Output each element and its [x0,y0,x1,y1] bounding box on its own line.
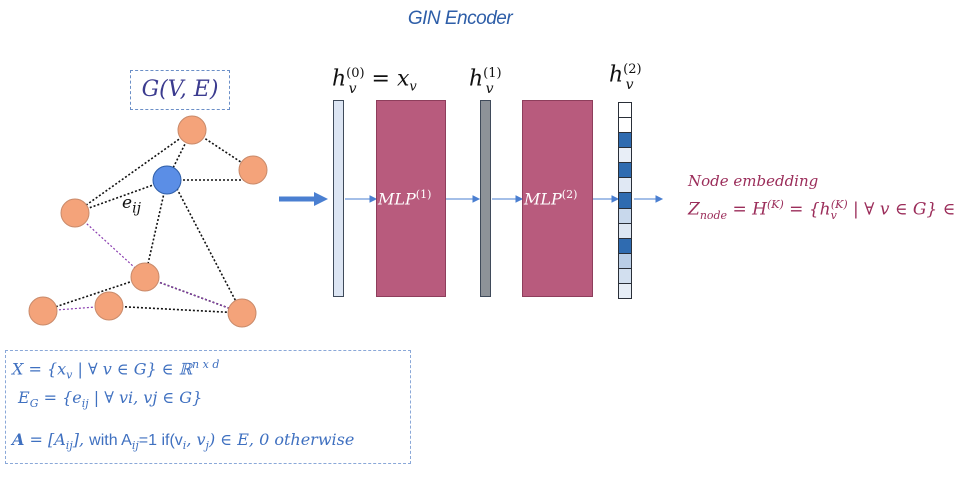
graph-node [177,115,207,145]
graph-node [227,298,257,328]
pipeline-arrows [345,195,664,203]
graph-edge [108,305,243,314]
graph-edge [42,276,146,312]
h0-label: h(0)v = xv [332,66,417,98]
definition-adjacency: A = [Aij], with Aij=1 if(vi, vj) ∈ E, 0 … [12,430,355,453]
embedding-cell [619,268,631,284]
h1-vector [480,100,491,297]
graph-edge [42,305,110,312]
embedding-cell [619,163,631,179]
definitions-box [5,350,411,464]
mlp2-label: MLP(2) [524,188,578,209]
graph-nodes [28,115,268,328]
embedding-cell [619,193,631,209]
embedding-cell [619,253,631,269]
graph-edge [144,276,243,314]
graph-edge [144,179,168,278]
h2-label: h(2)v [609,62,642,94]
graph-edge [174,184,243,314]
definition-x: X = {xv | ∀ v ∈ G} ∈ ℝn x d [12,358,220,382]
edge-label: eij [122,193,141,217]
embedding-cell [619,178,631,194]
graph-node [28,296,58,326]
mlp2-block [522,100,593,297]
node-embedding-formula: Znode = H(K) = {hv(K) | ∀ v ∈ G} ∈ [688,198,956,223]
h2-embedding-vector [618,102,632,299]
embedding-cell [619,148,631,164]
definition-edges: EG = {eij | ∀ vi, vj ∈ G} [18,388,203,411]
graph-node [94,291,124,321]
embedding-cell [619,238,631,254]
embedding-cell [619,133,631,149]
diagram-title: GIN Encoder [407,8,513,29]
h0-vector [333,100,344,297]
mlp1-block [376,100,446,297]
mlp1-label: MLP(1) [378,188,432,209]
input-arrow [279,192,328,206]
graph-label: G(V, E) [130,70,230,110]
graph-edge [144,276,243,314]
graph-node-highlighted [152,165,182,195]
graph-edge [74,179,168,214]
embedding-cell [619,283,631,299]
embedding-cell [619,103,631,119]
graph-node [130,262,160,292]
embedding-cell [619,208,631,224]
embedding-cell [619,223,631,239]
node-embedding-label: Node embedding [688,172,819,190]
graph-node [60,198,90,228]
graph-node [238,155,268,185]
embedding-cell [619,118,631,134]
h1-label: h(1)v [469,66,502,98]
